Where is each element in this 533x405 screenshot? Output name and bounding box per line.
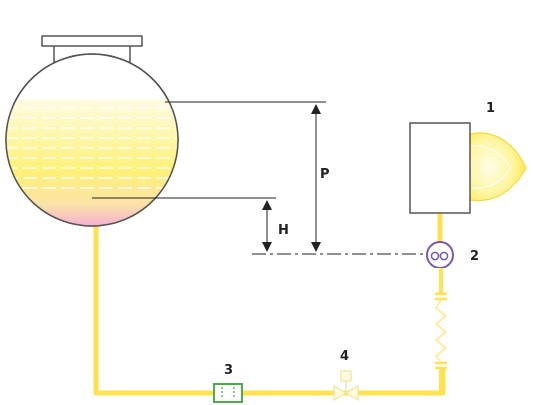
filter (213, 383, 243, 403)
flame-icon (469, 132, 527, 202)
pipe-network (93, 212, 446, 396)
hose-zigzag (434, 299, 448, 363)
tank-lid (41, 35, 143, 47)
filter-label: 3 (224, 363, 233, 378)
valve (333, 370, 359, 402)
filter-icon (213, 383, 243, 403)
burner-label: 1 (486, 101, 495, 116)
valve-label: 4 (340, 349, 349, 364)
burner-housing (409, 122, 471, 214)
pump (426, 241, 454, 269)
pump-label: 2 (470, 249, 479, 264)
dimension-lines (92, 101, 426, 255)
flex-hose (434, 268, 452, 393)
suction-pipe (93, 222, 446, 396)
fuel-tank (5, 35, 179, 227)
burner (409, 122, 527, 214)
tank-liquid (6, 100, 178, 226)
suction-height-label: H (278, 223, 289, 238)
pressure-head-label: P (320, 167, 330, 182)
